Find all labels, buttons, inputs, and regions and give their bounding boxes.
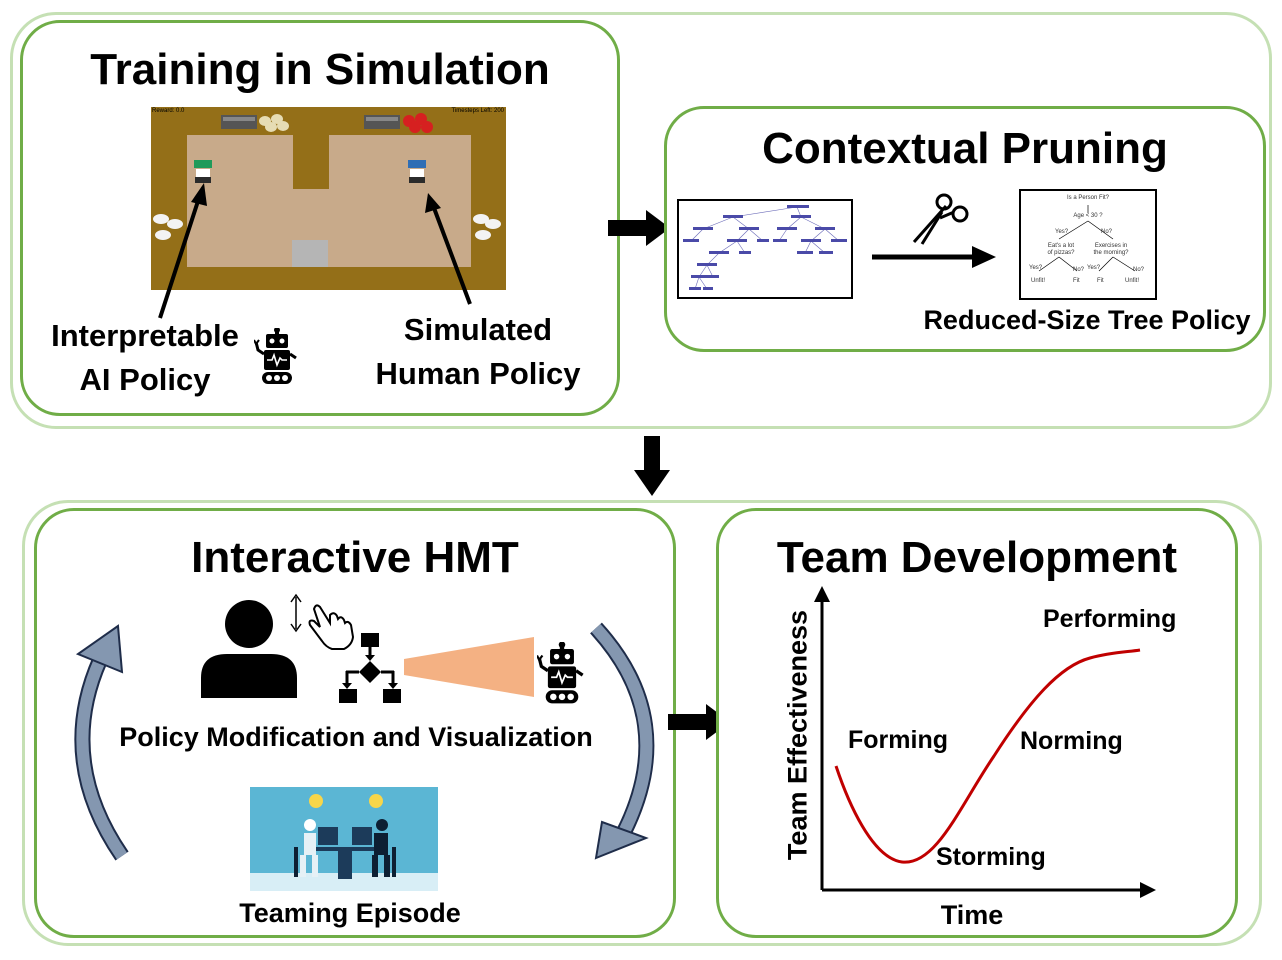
- top-outer-box: [10, 12, 1272, 429]
- tree-leaf-4: Unfit!: [1125, 278, 1140, 284]
- flowchart-icon: [339, 633, 401, 703]
- teaming-episode-label: Teaming Episode: [239, 898, 461, 928]
- tree-node-left-q2: of pizzas?: [1047, 250, 1075, 256]
- game-hud-left: Reward: 0.0: [152, 108, 185, 114]
- arrow-tree-pruning: [872, 246, 996, 268]
- hmt-title: Interactive HMT: [191, 533, 519, 582]
- x-axis-arrowhead: [1140, 882, 1156, 898]
- tree-leaf-2: Fit: [1073, 278, 1080, 284]
- tree-edge-no-2b: No?: [1133, 267, 1145, 273]
- large-tree-figure: [677, 199, 853, 299]
- stage-storming: Storming: [936, 843, 1046, 871]
- team-panel: [716, 508, 1238, 938]
- stage-forming: Forming: [848, 726, 948, 754]
- tree-edge-yes-2a: Yes?: [1029, 265, 1043, 271]
- stage-norming: Norming: [1020, 727, 1123, 755]
- game-map-graphic: [153, 113, 501, 267]
- arrow-training-to-pruning: [608, 210, 670, 246]
- visualization-beam: [404, 637, 534, 697]
- tree-node-age: Age < 30 ?: [1073, 213, 1103, 219]
- person-icon: [201, 600, 297, 698]
- game-hud-right: Timesteps Left: 200: [451, 108, 504, 114]
- touch-gesture-icon: [290, 593, 355, 650]
- arrow-down-to-bottom: [634, 436, 670, 496]
- tree-edge-no-2a: No?: [1073, 267, 1085, 273]
- tree-edge-no-1: No?: [1101, 229, 1113, 235]
- team-title: Team Development: [776, 533, 1178, 582]
- tree-node-root: Is a Person Fit?: [1066, 195, 1110, 201]
- teaming-episode-image: [250, 787, 438, 891]
- team-xlabel: Time: [940, 900, 1004, 930]
- policy-modification-label: Policy Modification and Visualization: [119, 722, 593, 752]
- team-ylabel: Team Effectiveness: [782, 609, 813, 861]
- tree-edge-yes-1: Yes?: [1055, 229, 1069, 235]
- large-tree-graphic: [683, 205, 847, 290]
- tree-node-right-q2: the morning?: [1093, 250, 1129, 256]
- training-panel: [20, 20, 620, 416]
- tree-node-left-q1: Eat's a lot: [1047, 243, 1075, 249]
- stage-performing: Performing: [1043, 605, 1177, 633]
- y-axis-arrowhead: [814, 586, 830, 602]
- training-title: Training in Simulation: [90, 45, 550, 94]
- bottom-outer-box: [22, 500, 1262, 946]
- team-effectiveness-curve: [834, 648, 1141, 864]
- label-interpretable-ai-line1: Interpretable: [51, 318, 239, 353]
- scissors-icon: [912, 193, 969, 245]
- small-tree-figure: Is a Person Fit? Age < 30 ? Yes? No? Eat…: [1019, 189, 1157, 300]
- robot-icon: [254, 328, 297, 384]
- pruning-caption: Reduced-Size Tree Policy: [923, 305, 1251, 335]
- label-simulated-human-line2: Human Policy: [375, 356, 581, 391]
- tree-edge-yes-2b: Yes?: [1087, 265, 1101, 271]
- tree-leaf-1: Unfit!: [1031, 278, 1046, 284]
- label-simulated-human-line1: Simulated: [403, 312, 553, 347]
- game-screenshot: Reward: 0.0 Timesteps Left: 200: [151, 107, 506, 290]
- pruning-title: Contextual Pruning: [762, 124, 1168, 173]
- small-tree-edges: [1038, 205, 1136, 272]
- robot-icon-hmt: [537, 642, 584, 704]
- tree-node-right-q1: Exercises in: [1094, 243, 1128, 249]
- label-interpretable-ai-line2: AI Policy: [79, 362, 211, 397]
- tree-leaf-3: Fit: [1097, 278, 1104, 284]
